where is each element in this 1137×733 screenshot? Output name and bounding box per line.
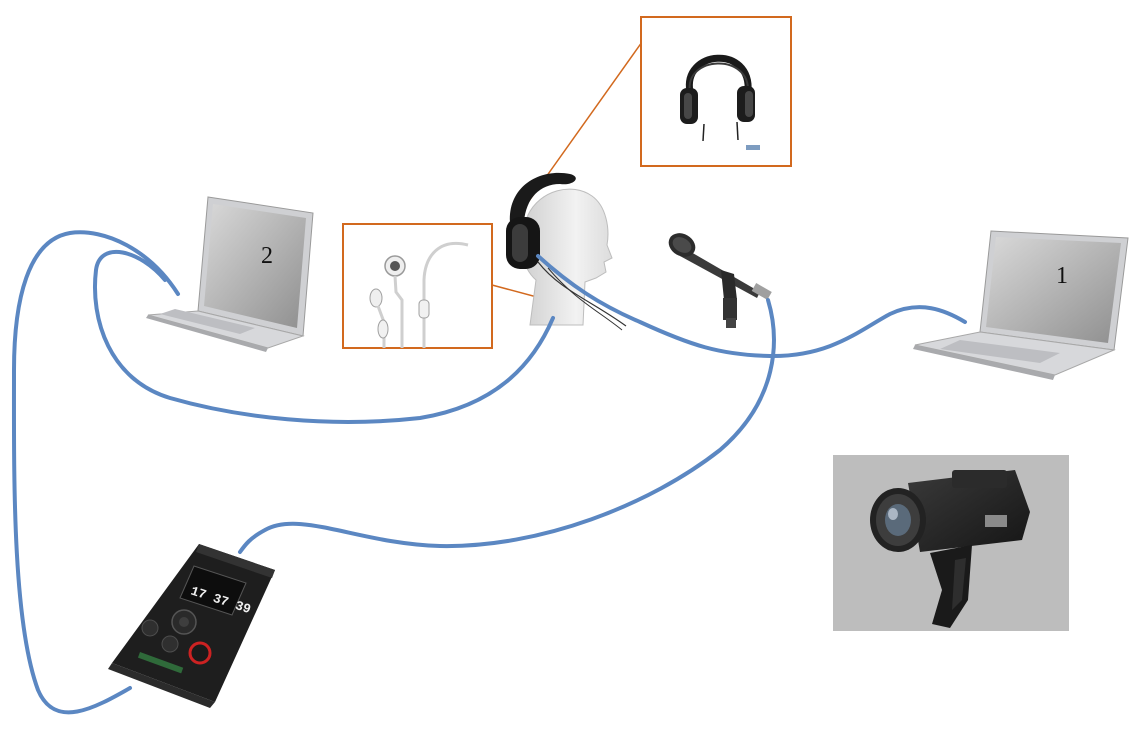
cable-recorder-to-laptop-2 [11, 230, 180, 715]
microphone [668, 233, 772, 328]
cables [11, 230, 967, 715]
audio-recorder-icon: 17 37 39 [108, 544, 275, 708]
cable-microphone-to-recorder [238, 298, 776, 554]
laptop-2: 2 [146, 196, 314, 352]
laptop-1-label: 1 [1056, 263, 1068, 289]
audio-recorder: 17 37 39 [108, 544, 275, 708]
film-camera-icon [870, 470, 1030, 628]
laptop-2-label: 2 [261, 243, 273, 269]
film-camera [833, 455, 1069, 631]
earbuds-callout [342, 223, 493, 349]
over-ear-headphones-icon [680, 54, 760, 150]
cable-laptop-2-to-dummy-head [93, 250, 555, 424]
cable-dummy-head-to-laptop-1 [536, 254, 967, 359]
microphone-icon [668, 233, 772, 328]
earbuds-icon [369, 242, 469, 348]
laptop-icon [146, 196, 314, 352]
dummy-head [506, 172, 627, 331]
laptop-1: 1 [913, 230, 1129, 380]
laptop-icon [913, 230, 1129, 380]
dummy-head-icon [506, 172, 627, 331]
headphones-callout [640, 16, 792, 167]
